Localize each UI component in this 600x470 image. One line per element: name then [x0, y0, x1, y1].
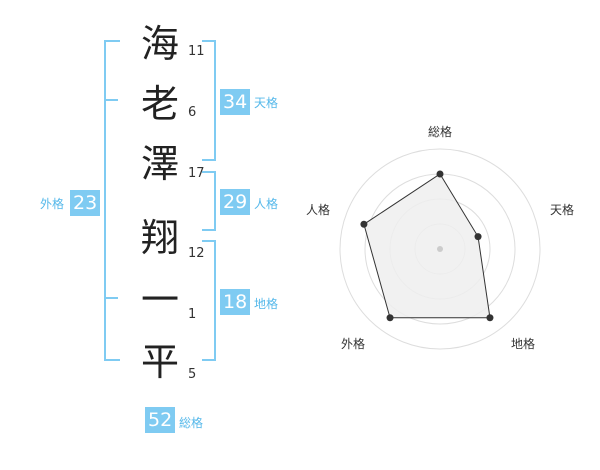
stroke-count-5: 1 — [188, 307, 197, 322]
stroke-count-6: 5 — [188, 367, 197, 382]
radar-ring-4 — [339, 148, 541, 350]
stroke-count-1: 11 — [188, 44, 205, 59]
kanji-char-4: 翔 — [140, 216, 179, 260]
radar-polygon — [363, 173, 491, 319]
gaikaku-value: 23 — [70, 190, 101, 216]
kanji-char-2: 老 — [140, 82, 179, 126]
chikaku-value: 18 — [220, 289, 251, 315]
jinkaku-label: 人格 — [254, 197, 279, 211]
stroke-count-4: 12 — [188, 246, 205, 261]
chikaku-bracket — [202, 240, 216, 361]
tenkaku-bracket — [202, 40, 216, 161]
kanji-char-5: 一 — [140, 278, 179, 322]
kanji-char-3: 澤 — [140, 142, 179, 186]
tenkaku-value: 34 — [220, 89, 251, 115]
radar-axis-label-3: 地格 — [511, 337, 536, 351]
radar-point-4 — [386, 314, 394, 322]
radar-axis-label-2: 天格 — [550, 203, 575, 217]
radar-axis-label-5: 人格 — [306, 203, 331, 217]
kanji-char-1: 海 — [140, 22, 179, 66]
stroke-count-3: 17 — [188, 166, 205, 181]
chikaku-label: 地格 — [254, 297, 279, 311]
radar-point-1 — [436, 170, 444, 178]
soukaku-label: 総格 — [179, 416, 204, 430]
kanji-char-6: 平 — [140, 340, 179, 384]
radar-point-2 — [474, 233, 482, 241]
stroke-count-2: 6 — [188, 105, 197, 120]
soukaku-value: 52 — [145, 407, 176, 433]
gaikaku-label: 外格 — [40, 197, 65, 211]
gaikaku-bracket — [104, 40, 120, 361]
radar-point-5 — [360, 220, 368, 228]
radar-points — [360, 170, 494, 322]
jinkaku-bracket — [202, 171, 216, 231]
jinkaku-value: 29 — [220, 189, 251, 215]
radar-center — [437, 246, 443, 252]
radar-axis-label-4: 外格 — [341, 337, 366, 351]
radar-axis-label-1: 総格 — [428, 125, 453, 139]
gaikaku-bracket-tick-bottom — [104, 297, 118, 299]
radar-point-3 — [486, 314, 494, 322]
tenkaku-label: 天格 — [254, 96, 279, 110]
gaikaku-bracket-tick-top — [104, 99, 118, 101]
